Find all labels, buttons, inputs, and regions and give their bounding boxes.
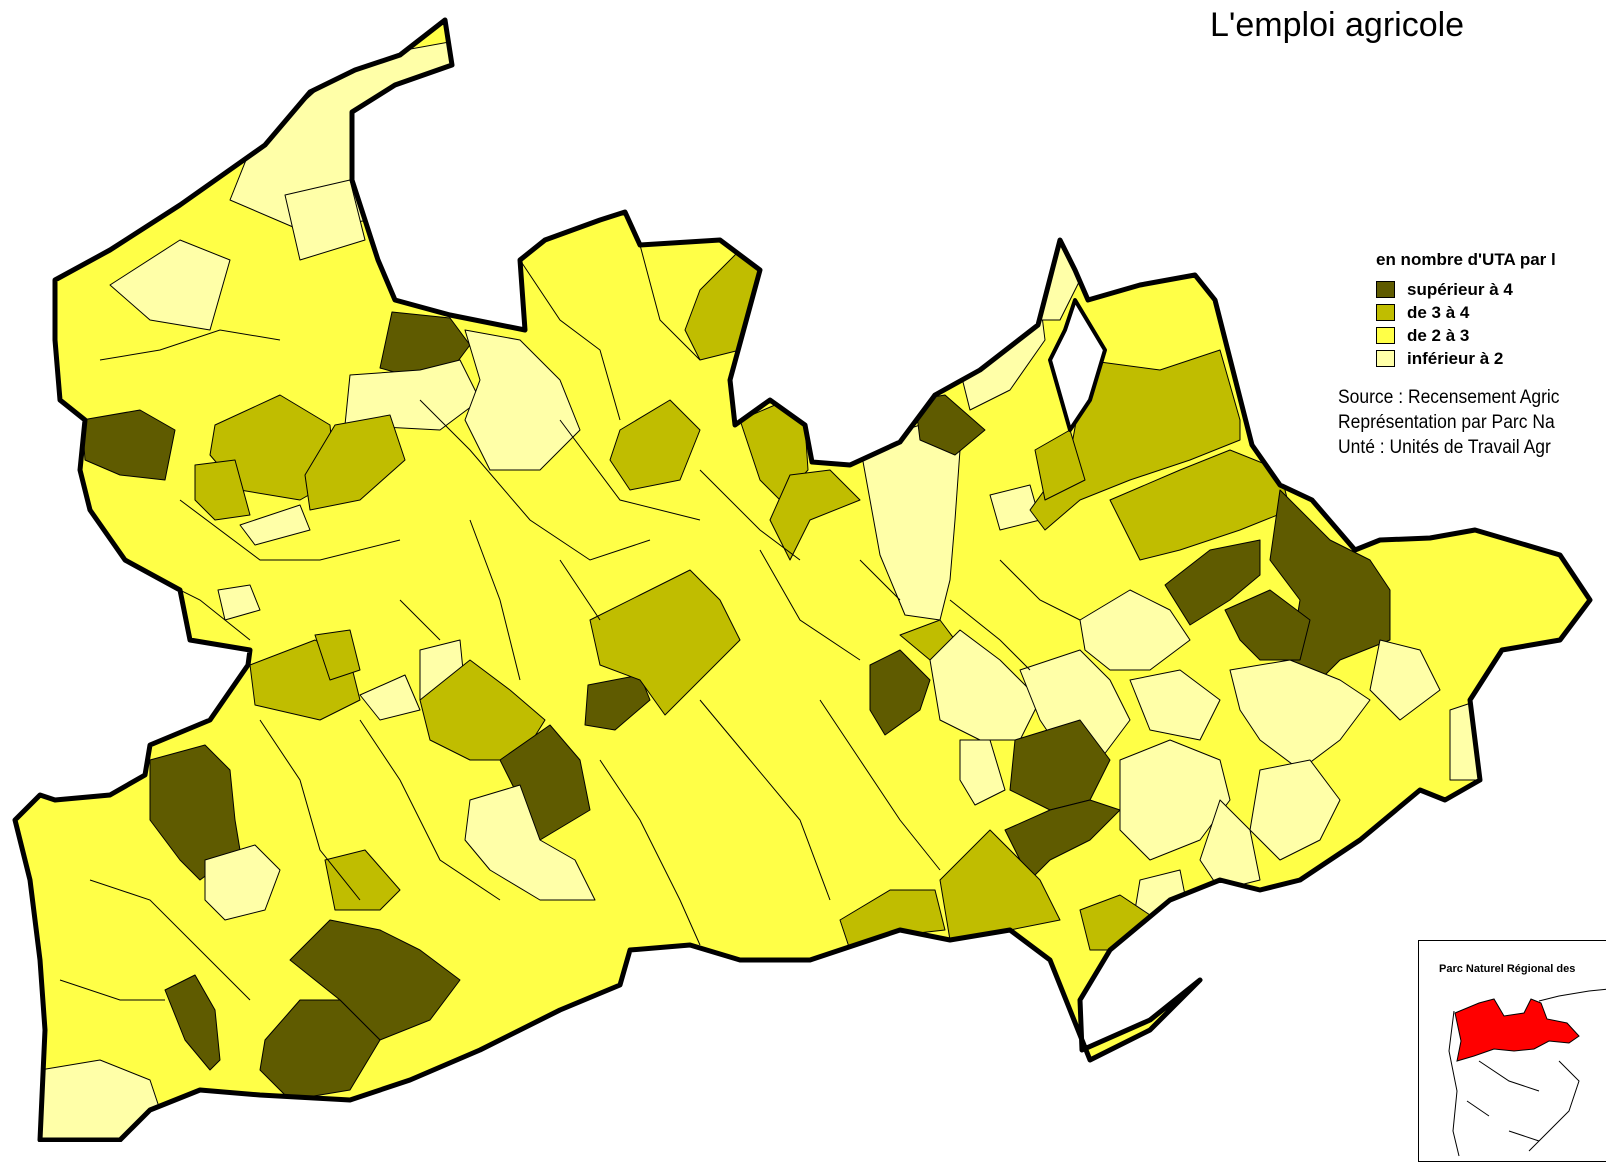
inset-park-shape [1454, 998, 1580, 1062]
legend-item: inférieur à 2 [1376, 347, 1556, 370]
inset-title: Parc Naturel Régional des [1439, 963, 1576, 975]
map-title: L'emploi agricole [1210, 6, 1465, 44]
commune-polygon [217, 584, 261, 621]
enclave-hole [1048, 298, 1107, 432]
legend-swatch [1376, 304, 1395, 321]
commune-polygon [1224, 589, 1311, 661]
commune-polygon [609, 399, 701, 491]
legend-label: inférieur à 2 [1407, 348, 1504, 368]
commune-polygon [1129, 669, 1221, 741]
inset-map [1448, 988, 1606, 1157]
commune-polygon [1019, 649, 1131, 761]
commune-polygon [464, 329, 581, 471]
commune-polygon [589, 569, 741, 716]
commune-polygon [1079, 589, 1191, 671]
unit-line: Unté : Unités de Travail Agr [1338, 437, 1551, 458]
commune-polygon [914, 394, 986, 456]
legend-item: de 3 à 4 [1376, 301, 1556, 324]
commune-polygon [81, 409, 176, 481]
inset-boundary [1466, 1060, 1540, 1142]
commune-polygon [959, 739, 1006, 806]
commune-polygon [464, 784, 596, 901]
commune-polygon [929, 629, 1041, 741]
commune-polygon [239, 504, 311, 546]
commune-polygon [1229, 659, 1371, 771]
commune-polygon [1164, 539, 1261, 626]
inset-coastline [1448, 988, 1606, 1157]
commune-polygon [204, 844, 281, 921]
commune-polygon [284, 179, 366, 261]
commune-polygon [164, 974, 221, 1071]
locator-inset: Parc Naturel Régional des [1418, 940, 1606, 1162]
commune-polygon [304, 414, 406, 511]
source-notes: Source : Recensement Agric Représentatio… [1338, 385, 1579, 460]
commune-polygon [194, 459, 251, 521]
source-line: Source : Recensement Agric [1338, 387, 1560, 408]
legend-swatch [1376, 327, 1395, 344]
commune-polygon [869, 649, 931, 736]
commune-polygon [259, 999, 381, 1101]
park-border [12, 17, 1593, 1142]
commune-polygon [359, 674, 421, 721]
legend: en nombre d'UTA par l supérieur à 4 de 3… [1376, 250, 1556, 370]
commune-polygon [1369, 639, 1441, 721]
legend-item: supérieur à 4 [1376, 278, 1556, 301]
legend-label: supérieur à 4 [1407, 279, 1513, 299]
legend-label: de 3 à 4 [1407, 302, 1470, 322]
commune-polygon [769, 469, 861, 561]
legend-label: de 2 à 3 [1407, 325, 1470, 345]
legend-item: de 2 à 3 [1376, 324, 1556, 347]
commune-polygon [1034, 429, 1086, 501]
commune-polygon [109, 239, 231, 331]
legend-swatch [1376, 281, 1395, 298]
commune-polygon [324, 849, 401, 911]
legend-swatch [1376, 350, 1395, 367]
legend-title: en nombre d'UTA par l [1376, 250, 1556, 269]
commune-polygon [314, 629, 361, 681]
representation-line: Représentation par Parc Na [1338, 412, 1555, 433]
